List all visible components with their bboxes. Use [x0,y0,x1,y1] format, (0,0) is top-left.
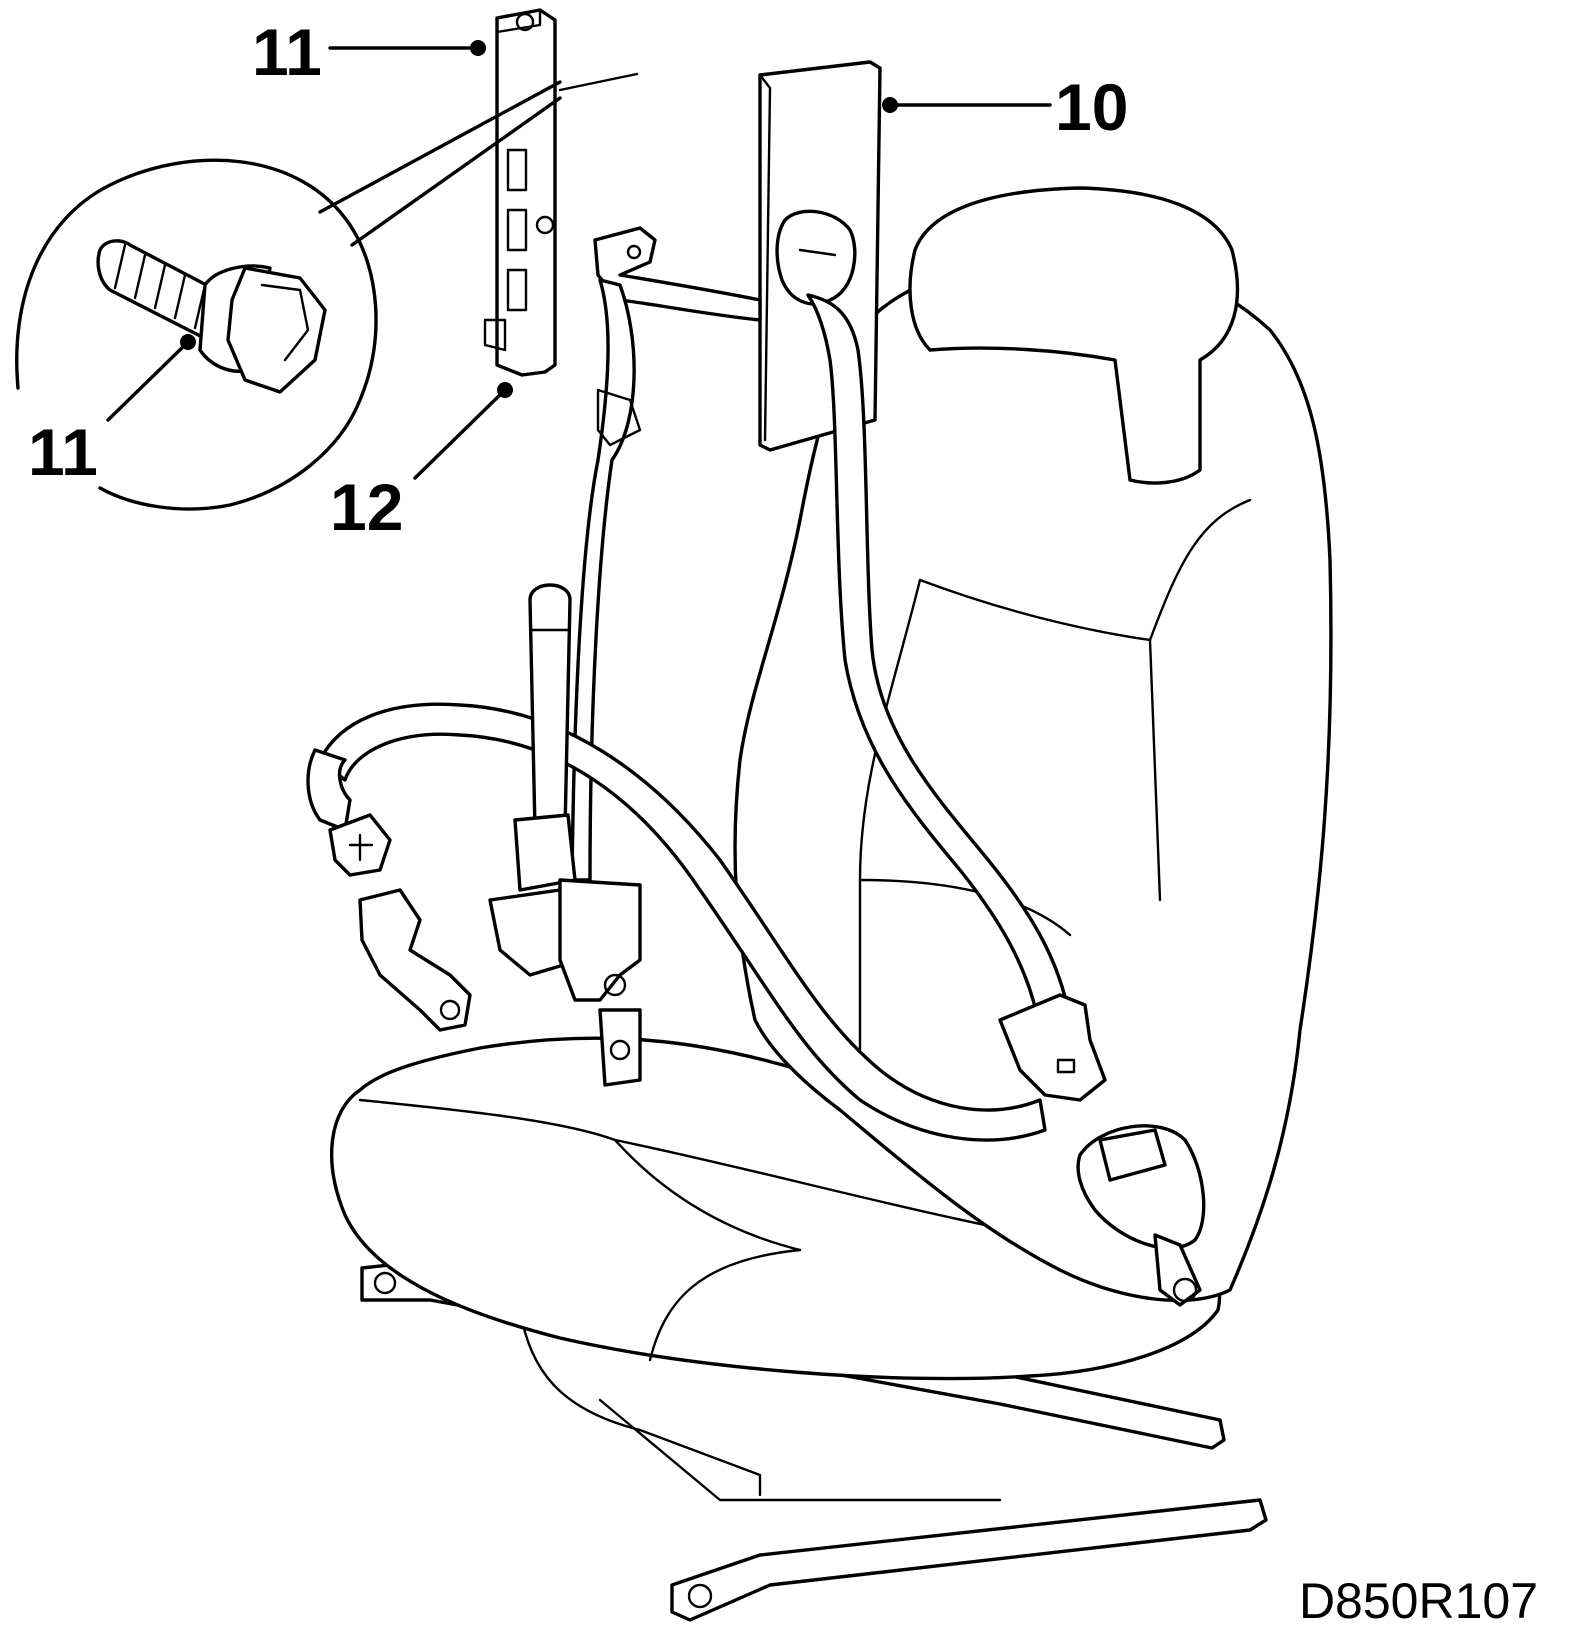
bolt-icon [96,239,327,394]
callout-11-bolt: 11 [28,415,98,489]
lower-anchor-bracket [328,813,472,1032]
belt-webbing [306,209,1072,1142]
callout-10-panel: 10 [1055,70,1128,144]
leader-dot [470,40,486,56]
bolt-detail-magnifier [15,72,639,511]
leader-dot [882,97,898,113]
reference-code: D850R107 [1299,1573,1538,1629]
seat-back [733,186,1333,1303]
belt-retractor [488,583,642,1087]
height-adjuster-rail [483,8,557,377]
callout-leaders [106,40,1052,480]
belt-buckle [998,993,1206,1307]
callout-12-rail: 12 [330,470,403,544]
callout-11-rail: 11 [252,15,322,89]
leader-dot [497,382,513,398]
leader-dot [180,334,196,350]
